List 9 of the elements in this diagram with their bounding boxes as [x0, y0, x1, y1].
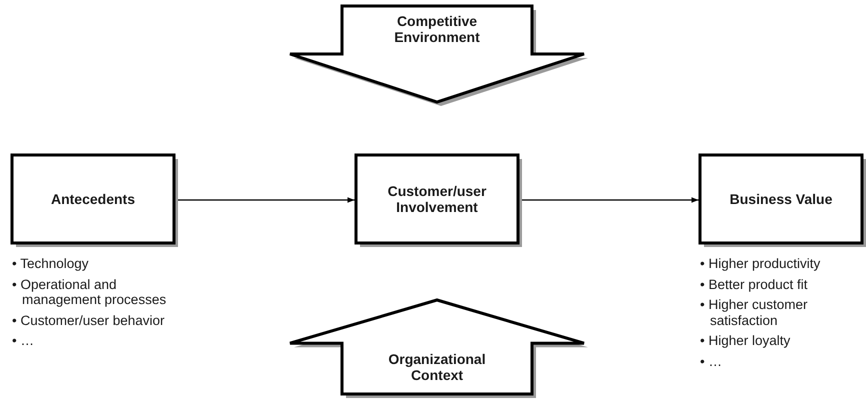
bullet-item: • … — [700, 354, 723, 369]
bullet-item: • Customer/user behavior — [12, 312, 166, 328]
bullet-item: • Higher loyalty — [700, 333, 792, 348]
bullet-item: • Technology — [12, 256, 90, 272]
bullet-item: • … — [12, 333, 35, 348]
bullet-item: • Better product fit — [700, 276, 809, 292]
bullet-item: • Higher customer satisfaction — [700, 297, 809, 328]
bullet-item: • Higher productivity — [700, 256, 822, 272]
bullet-item: • Operational and management processes — [12, 276, 168, 308]
